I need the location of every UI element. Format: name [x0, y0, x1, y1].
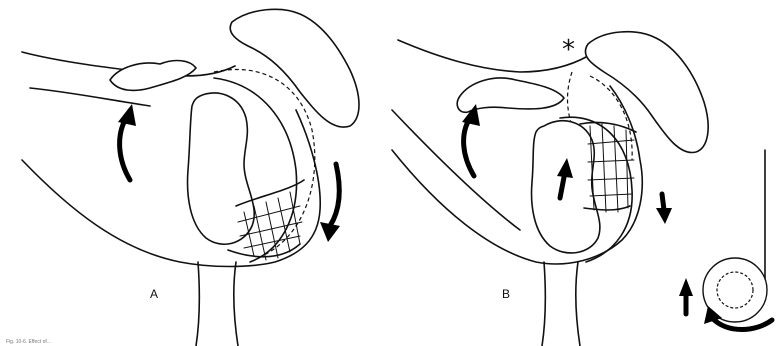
panel-a-acromion [110, 61, 196, 91]
panel-b-asterisk: * [562, 35, 575, 65]
panel-a-left-rotation-arrow [118, 104, 136, 180]
panel-a-humeral-shaft [196, 262, 238, 346]
rotation-inset [679, 150, 772, 330]
panel-a-glenoid [188, 93, 255, 244]
panel-b-coracoid [585, 32, 708, 153]
panel-b-left-rotation-arrow [462, 104, 480, 176]
caption-fragment: Fig. 10-6. Effect of... [6, 339, 51, 345]
panel-b-acromion [457, 78, 564, 112]
panel-b-glenoid [532, 121, 600, 253]
panel-a-scapula [22, 110, 320, 267]
panel-b-humeral-shaft [542, 262, 580, 346]
panel-a-right-rotation-arrow [320, 164, 340, 242]
panel-a-coracoid [230, 9, 359, 127]
panel-a: A [22, 9, 359, 346]
panel-b-down-arrow [656, 194, 672, 224]
panel-b-label: B [502, 287, 510, 301]
panel-a-label: A [150, 287, 158, 301]
panel-b: * B [392, 32, 708, 346]
inset-up-arrow [679, 278, 693, 314]
